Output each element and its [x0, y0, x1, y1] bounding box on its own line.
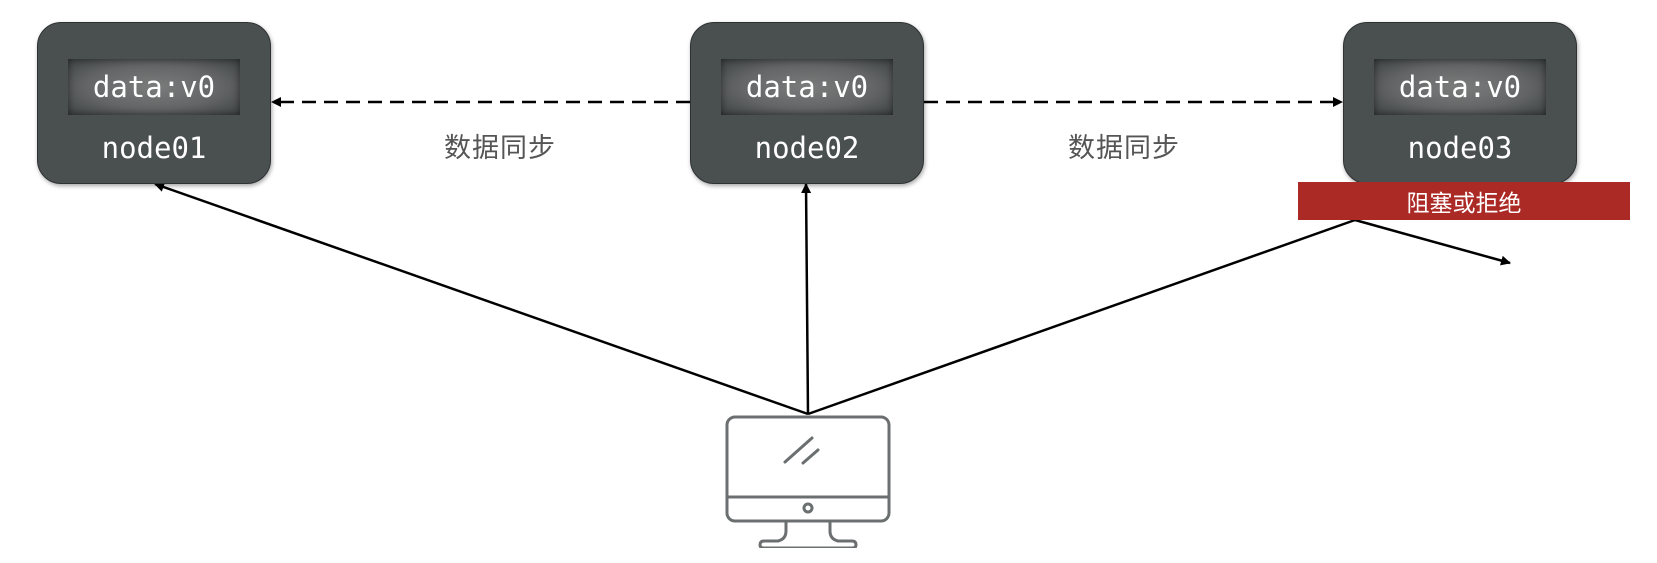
- node01-box: data:v0 node01: [37, 22, 271, 184]
- sync-label-right: 数据同步: [1068, 133, 1180, 164]
- request-arrow-to-node02: [801, 183, 812, 415]
- rejected-arrow: [1354, 218, 1511, 266]
- sync-label-left: 数据同步: [444, 133, 556, 164]
- blocked-or-rejected-badge: 阻塞或拒绝: [1298, 182, 1630, 220]
- request-arrow-to-node01: [154, 182, 809, 416]
- desktop-computer-icon: [725, 415, 891, 548]
- request-line-to-node03: [807, 218, 1356, 416]
- node02-label: node02: [754, 131, 860, 165]
- node03-box: data:v0 node03: [1343, 22, 1577, 184]
- node01-data-value: data:v0: [68, 59, 240, 115]
- node01-label: node01: [101, 131, 207, 165]
- node02-data-value: data:v0: [721, 59, 893, 115]
- node02-box: data:v0 node02: [690, 22, 924, 184]
- node03-label: node03: [1407, 131, 1513, 165]
- node03-data-value: data:v0: [1374, 59, 1546, 115]
